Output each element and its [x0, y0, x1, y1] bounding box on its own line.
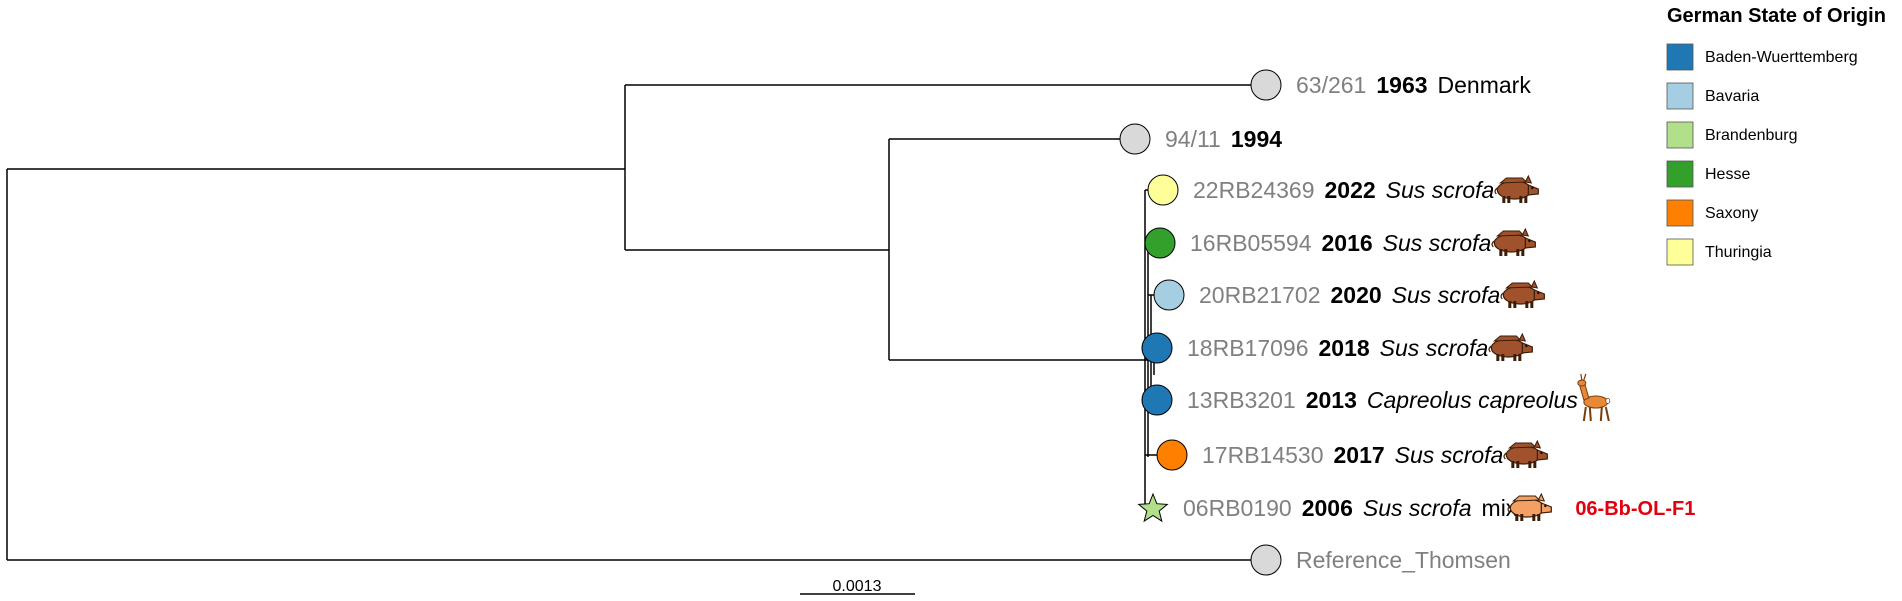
scale-bar: 0.0013 — [800, 578, 915, 595]
wild-boar-icon — [1488, 332, 1533, 361]
legend-title: German State of Origin — [1667, 5, 1886, 27]
legend-label: Brandenburg — [1705, 127, 1798, 144]
leaf-species: Sus scrofa — [1386, 177, 1495, 203]
leaf-species: Capreolus capreolus — [1367, 387, 1578, 413]
scale-bar-label: 0.0013 — [833, 578, 882, 595]
legend-swatch — [1666, 43, 1694, 71]
leaf-circle-marker — [1141, 332, 1173, 364]
leaf-label: 20RB21702 2020 Sus scrofa — [1199, 282, 1500, 308]
leaf-year: 1994 — [1231, 126, 1282, 152]
leaf-node: 17RB14530 2017 Sus scrofa — [1156, 439, 1548, 471]
leaf-isolate-id: 63/261 — [1296, 72, 1366, 98]
leaf-isolate-id: Reference_Thomsen — [1296, 547, 1511, 573]
leaf-node: 20RB21702 2020 Sus scrofa — [1153, 279, 1545, 311]
leaf-species: Sus scrofa — [1363, 495, 1472, 521]
legend-item: Hesse — [1666, 160, 1750, 188]
legend-item: Thuringia — [1666, 238, 1772, 266]
legend-item: Saxony — [1666, 199, 1758, 227]
leaf-isolate-id: 94/11 — [1165, 126, 1221, 152]
wild-boar-icon — [1494, 174, 1539, 203]
leaf-species: Sus scrofa — [1395, 442, 1504, 468]
leaf-label: Reference_Thomsen — [1296, 547, 1511, 573]
leaf-label: 22RB24369 2022 Sus scrofa — [1193, 177, 1494, 203]
leaf-isolate-id: 22RB24369 — [1193, 177, 1315, 203]
wild-boar-icon — [1500, 279, 1545, 308]
legend-label: Saxony — [1705, 205, 1758, 222]
leaf-isolate-id: 20RB21702 — [1199, 282, 1321, 308]
domestic-pig-icon — [1507, 492, 1552, 521]
leaf-circle-marker — [1119, 123, 1151, 155]
roe-deer-icon — [1577, 373, 1611, 422]
leaf-species: Sus scrofa — [1383, 230, 1492, 256]
leaf-isolate-id: 13RB3201 — [1187, 387, 1296, 413]
legend-swatch — [1666, 121, 1694, 149]
leaf-circle-marker — [1147, 174, 1179, 206]
leaf-circle-marker — [1156, 439, 1188, 471]
leaf-label: 63/261 1963 Denmark — [1296, 72, 1531, 98]
leaf-node: 94/11 1994 — [1119, 123, 1282, 155]
leaf-isolate-id: 16RB05594 — [1190, 230, 1312, 256]
legend-swatch — [1666, 238, 1694, 266]
leaf-label: 16RB05594 2016 Sus scrofa — [1190, 230, 1491, 256]
leaf-year: 2016 — [1322, 230, 1373, 256]
tree-branches — [6, 84, 1266, 561]
leaf-isolate-id: 18RB17096 — [1187, 335, 1309, 361]
leaf-node: Reference_Thomsen — [1250, 544, 1511, 576]
leaf-annotation: 06-Bb-OL-F1 — [1575, 498, 1695, 520]
leaf-star-marker — [1137, 492, 1169, 523]
leaf-year: 1963 — [1376, 72, 1427, 98]
leaf-node: 13RB3201 2013 Capreolus capreolus — [1141, 373, 1611, 422]
leaf-node: 16RB05594 2016 Sus scrofa — [1144, 227, 1536, 259]
legend-label: Bavaria — [1705, 88, 1759, 105]
legend-item: Baden-Wuerttemberg — [1666, 43, 1858, 71]
wild-boar-icon — [1491, 227, 1536, 256]
leaf-year: 2020 — [1331, 282, 1382, 308]
wild-boar-icon — [1503, 439, 1548, 468]
leaf-circle-marker — [1141, 384, 1173, 416]
legend-label: Hesse — [1705, 166, 1750, 183]
leaf-isolate-id: 17RB14530 — [1202, 442, 1324, 468]
leaf-extra: Denmark — [1438, 72, 1532, 98]
leaf-label: 17RB14530 2017 Sus scrofa — [1202, 442, 1503, 468]
leaf-label: 13RB3201 2013 Capreolus capreolus — [1187, 387, 1578, 413]
legend-swatch — [1666, 160, 1694, 188]
leaf-circle-marker — [1153, 279, 1185, 311]
leaf-year: 2018 — [1319, 335, 1370, 361]
legend-label: Baden-Wuerttemberg — [1705, 49, 1858, 66]
leaf-species: Sus scrofa — [1392, 282, 1501, 308]
leaf-species: Sus scrofa — [1380, 335, 1489, 361]
leaf-label: 94/11 1994 — [1165, 126, 1282, 152]
leaf-circle-marker — [1250, 544, 1282, 576]
leaf-node: 22RB24369 2022 Sus scrofa — [1147, 174, 1539, 206]
legend-item: Brandenburg — [1666, 121, 1798, 149]
leaf-year: 2022 — [1325, 177, 1376, 203]
leaf-year: 2017 — [1334, 442, 1385, 468]
leaf-year: 2013 — [1306, 387, 1357, 413]
legend-item: Bavaria — [1666, 82, 1759, 110]
leaf-isolate-id: 06RB0190 — [1183, 495, 1292, 521]
leaf-circle-marker — [1250, 69, 1282, 101]
leaf-node: 18RB17096 2018 Sus scrofa — [1141, 332, 1533, 364]
legend: German State of Origin Baden-Wuerttember… — [1666, 5, 1886, 266]
leaf-circle-marker — [1144, 227, 1176, 259]
legend-label: Thuringia — [1705, 244, 1772, 261]
leaf-node: 63/261 1963 Denmark — [1250, 69, 1531, 101]
leaf-label: 18RB17096 2018 Sus scrofa — [1187, 335, 1488, 361]
legend-swatch — [1666, 82, 1694, 110]
leaf-year: 2006 — [1302, 495, 1353, 521]
legend-swatch — [1666, 199, 1694, 227]
